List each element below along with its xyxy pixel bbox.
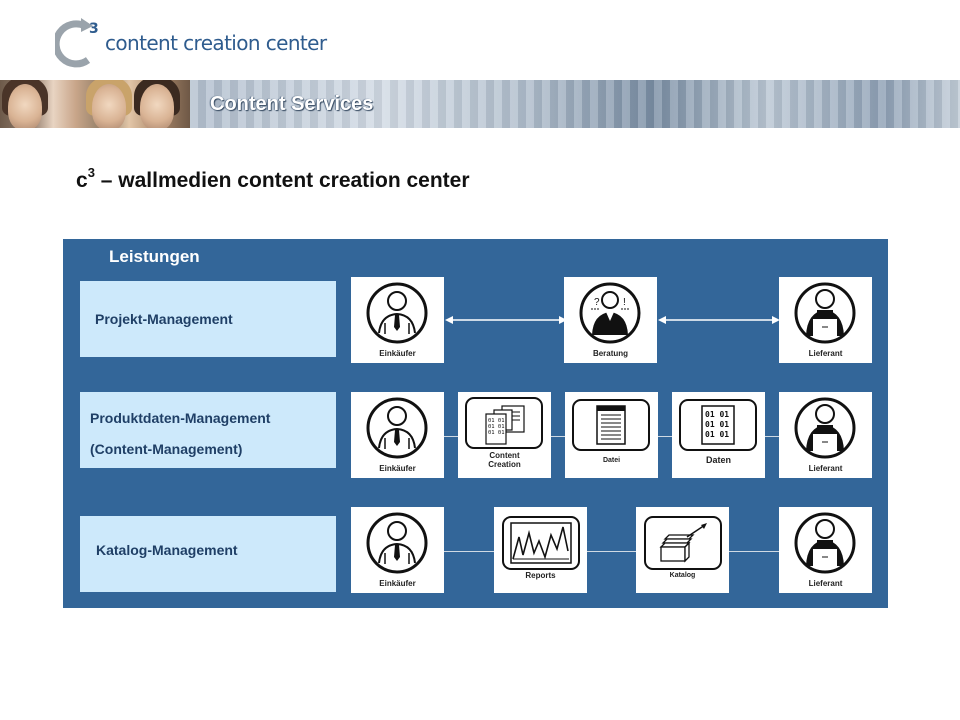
card-caption: Content <box>489 451 520 460</box>
person-tie-icon <box>366 512 428 574</box>
card-caption: Daten <box>705 455 731 465</box>
card-einkaeufer: Einkäufer <box>351 392 444 478</box>
logo-superscript: 3 <box>89 21 99 37</box>
card-caption: Lieferant <box>808 349 843 358</box>
card-content-creation: 01 01 01 01 01 01 Content Creation <box>458 392 551 478</box>
card-caption: Lieferant <box>808 464 843 473</box>
binary-line: 01 01 <box>488 424 505 430</box>
banner-photo <box>0 80 190 128</box>
binary-line: 01 01 <box>705 430 729 439</box>
binary-line: 01 01 <box>705 420 729 429</box>
card-lieferant: Lieferant <box>779 277 872 363</box>
service-box-projekt: Projekt-Management <box>80 281 336 357</box>
binary-line: 01 01 <box>488 418 505 424</box>
supplier-apron-icon <box>794 397 856 459</box>
page-title-superscript: 3 <box>87 165 95 180</box>
service-box-produktdaten: Produktdaten-Management (Content-Managem… <box>80 392 336 468</box>
card-caption: Katalog <box>669 572 696 579</box>
reports-chart-icon <box>502 516 580 570</box>
card-caption: Einkäufer <box>379 579 416 588</box>
card-katalog: Katalog <box>636 507 729 593</box>
panel-title: Leistungen <box>109 247 200 266</box>
card-daten: 01 01 01 01 01 01 Daten <box>672 392 765 478</box>
card-caption: Einkäufer <box>379 464 416 473</box>
banner-title: Content Services <box>210 93 374 115</box>
card-beratung: ? ! Beratung <box>564 277 657 363</box>
card-einkaeufer: Einkäufer <box>351 277 444 363</box>
card-caption: Datei <box>602 457 621 464</box>
logo-text: content creation center <box>105 31 327 55</box>
supplier-apron-icon <box>794 282 856 344</box>
card-lieferant: Lieferant <box>779 392 872 478</box>
banner-texture <box>190 80 960 128</box>
service-label: Projekt-Management <box>95 311 233 327</box>
connector-line <box>443 551 783 552</box>
service-box-katalog: Katalog-Management <box>80 516 336 592</box>
double-arrow-icon <box>658 316 780 324</box>
logo-c-icon: 3 <box>55 18 99 68</box>
binary-line: 01 01 <box>488 430 505 436</box>
card-caption: Lieferant <box>808 579 843 588</box>
double-arrow-icon <box>445 316 567 324</box>
card-caption-secondary: Creation <box>488 460 521 469</box>
supplier-apron-icon <box>794 512 856 574</box>
card-caption: Beratung <box>592 349 629 358</box>
card-caption: Reports <box>525 571 556 580</box>
card-einkaeufer: Einkäufer <box>351 507 444 593</box>
card-caption: Einkäufer <box>379 349 416 358</box>
service-label: Produktdaten-Management <box>90 410 271 426</box>
logo: 3 content creation center <box>55 16 327 68</box>
catalog-icon <box>644 516 722 570</box>
file-icon <box>572 399 650 451</box>
services-panel: Leistungen Projekt-Management Produktdat… <box>63 239 888 608</box>
page-title: c3 – wallmedien content creation center <box>76 166 470 193</box>
page-title-prefix: c <box>76 169 88 192</box>
consultant-icon: ? ! <box>579 282 641 344</box>
page-title-text: – wallmedien content creation center <box>94 169 470 192</box>
binary-line: 01 01 <box>705 410 729 419</box>
person-tie-icon <box>366 397 428 459</box>
service-label-secondary: (Content-Management) <box>90 441 243 457</box>
card-reports: Reports <box>494 507 587 593</box>
content-creation-icon: 01 01 01 01 01 01 <box>465 397 543 449</box>
service-label: Katalog-Management <box>96 542 238 558</box>
card-lieferant: Lieferant <box>779 507 872 593</box>
beratung-exclamation: ! <box>623 297 626 308</box>
data-icon: 01 01 01 01 01 01 <box>679 399 757 451</box>
card-datei: Datei <box>565 392 658 478</box>
header-banner: Content Services <box>0 80 960 128</box>
beratung-question: ? <box>594 297 600 308</box>
person-tie-icon <box>366 282 428 344</box>
